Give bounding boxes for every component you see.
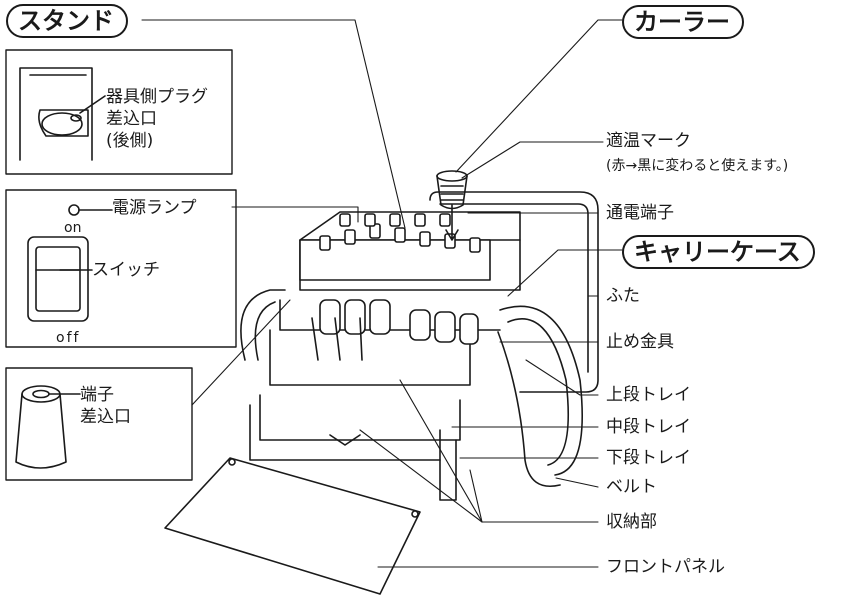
curler-rolls [311, 299, 479, 361]
switch-label: スイッチ [92, 260, 160, 280]
carry-case-title: キャリーケース [622, 235, 815, 269]
leader-lines [141, 19, 623, 568]
plug-socket-label: 器具側プラグ 差込口 (後側) [106, 87, 208, 151]
curler-title: カーラー [622, 5, 744, 39]
curler [436, 170, 468, 241]
temp-mark-note: (赤→黒に変わると使えます。) [606, 158, 789, 174]
belt [240, 289, 583, 487]
stand-title: スタンド [6, 4, 128, 38]
middle-tray-label: 中段トレイ [606, 417, 691, 437]
power-lamp-label: 電源ランプ [112, 198, 197, 218]
terminal-socket-label: 端子 差込口 [80, 385, 131, 427]
switch-inset [5, 189, 237, 348]
upper-tray-label: 上段トレイ [606, 385, 691, 405]
switch-off-label: off [56, 330, 81, 346]
terminal-label: 通電端子 [606, 203, 674, 223]
lid-label: ふた [606, 286, 640, 306]
front-panel [164, 457, 421, 595]
front-panel-label: フロントパネル [606, 557, 725, 577]
terminal-inset [5, 367, 193, 481]
stand-top [299, 211, 521, 281]
belt-label: ベルト [606, 477, 657, 497]
temp-mark-label: 適温マーク [606, 131, 691, 151]
plug-inset [5, 49, 233, 175]
switch-on-label: on [64, 220, 82, 236]
lower-tray-label: 下段トレイ [606, 448, 691, 468]
case-lid [429, 191, 599, 393]
storage-label: 収納部 [606, 512, 657, 532]
clasp-label: 止め金具 [606, 332, 674, 352]
